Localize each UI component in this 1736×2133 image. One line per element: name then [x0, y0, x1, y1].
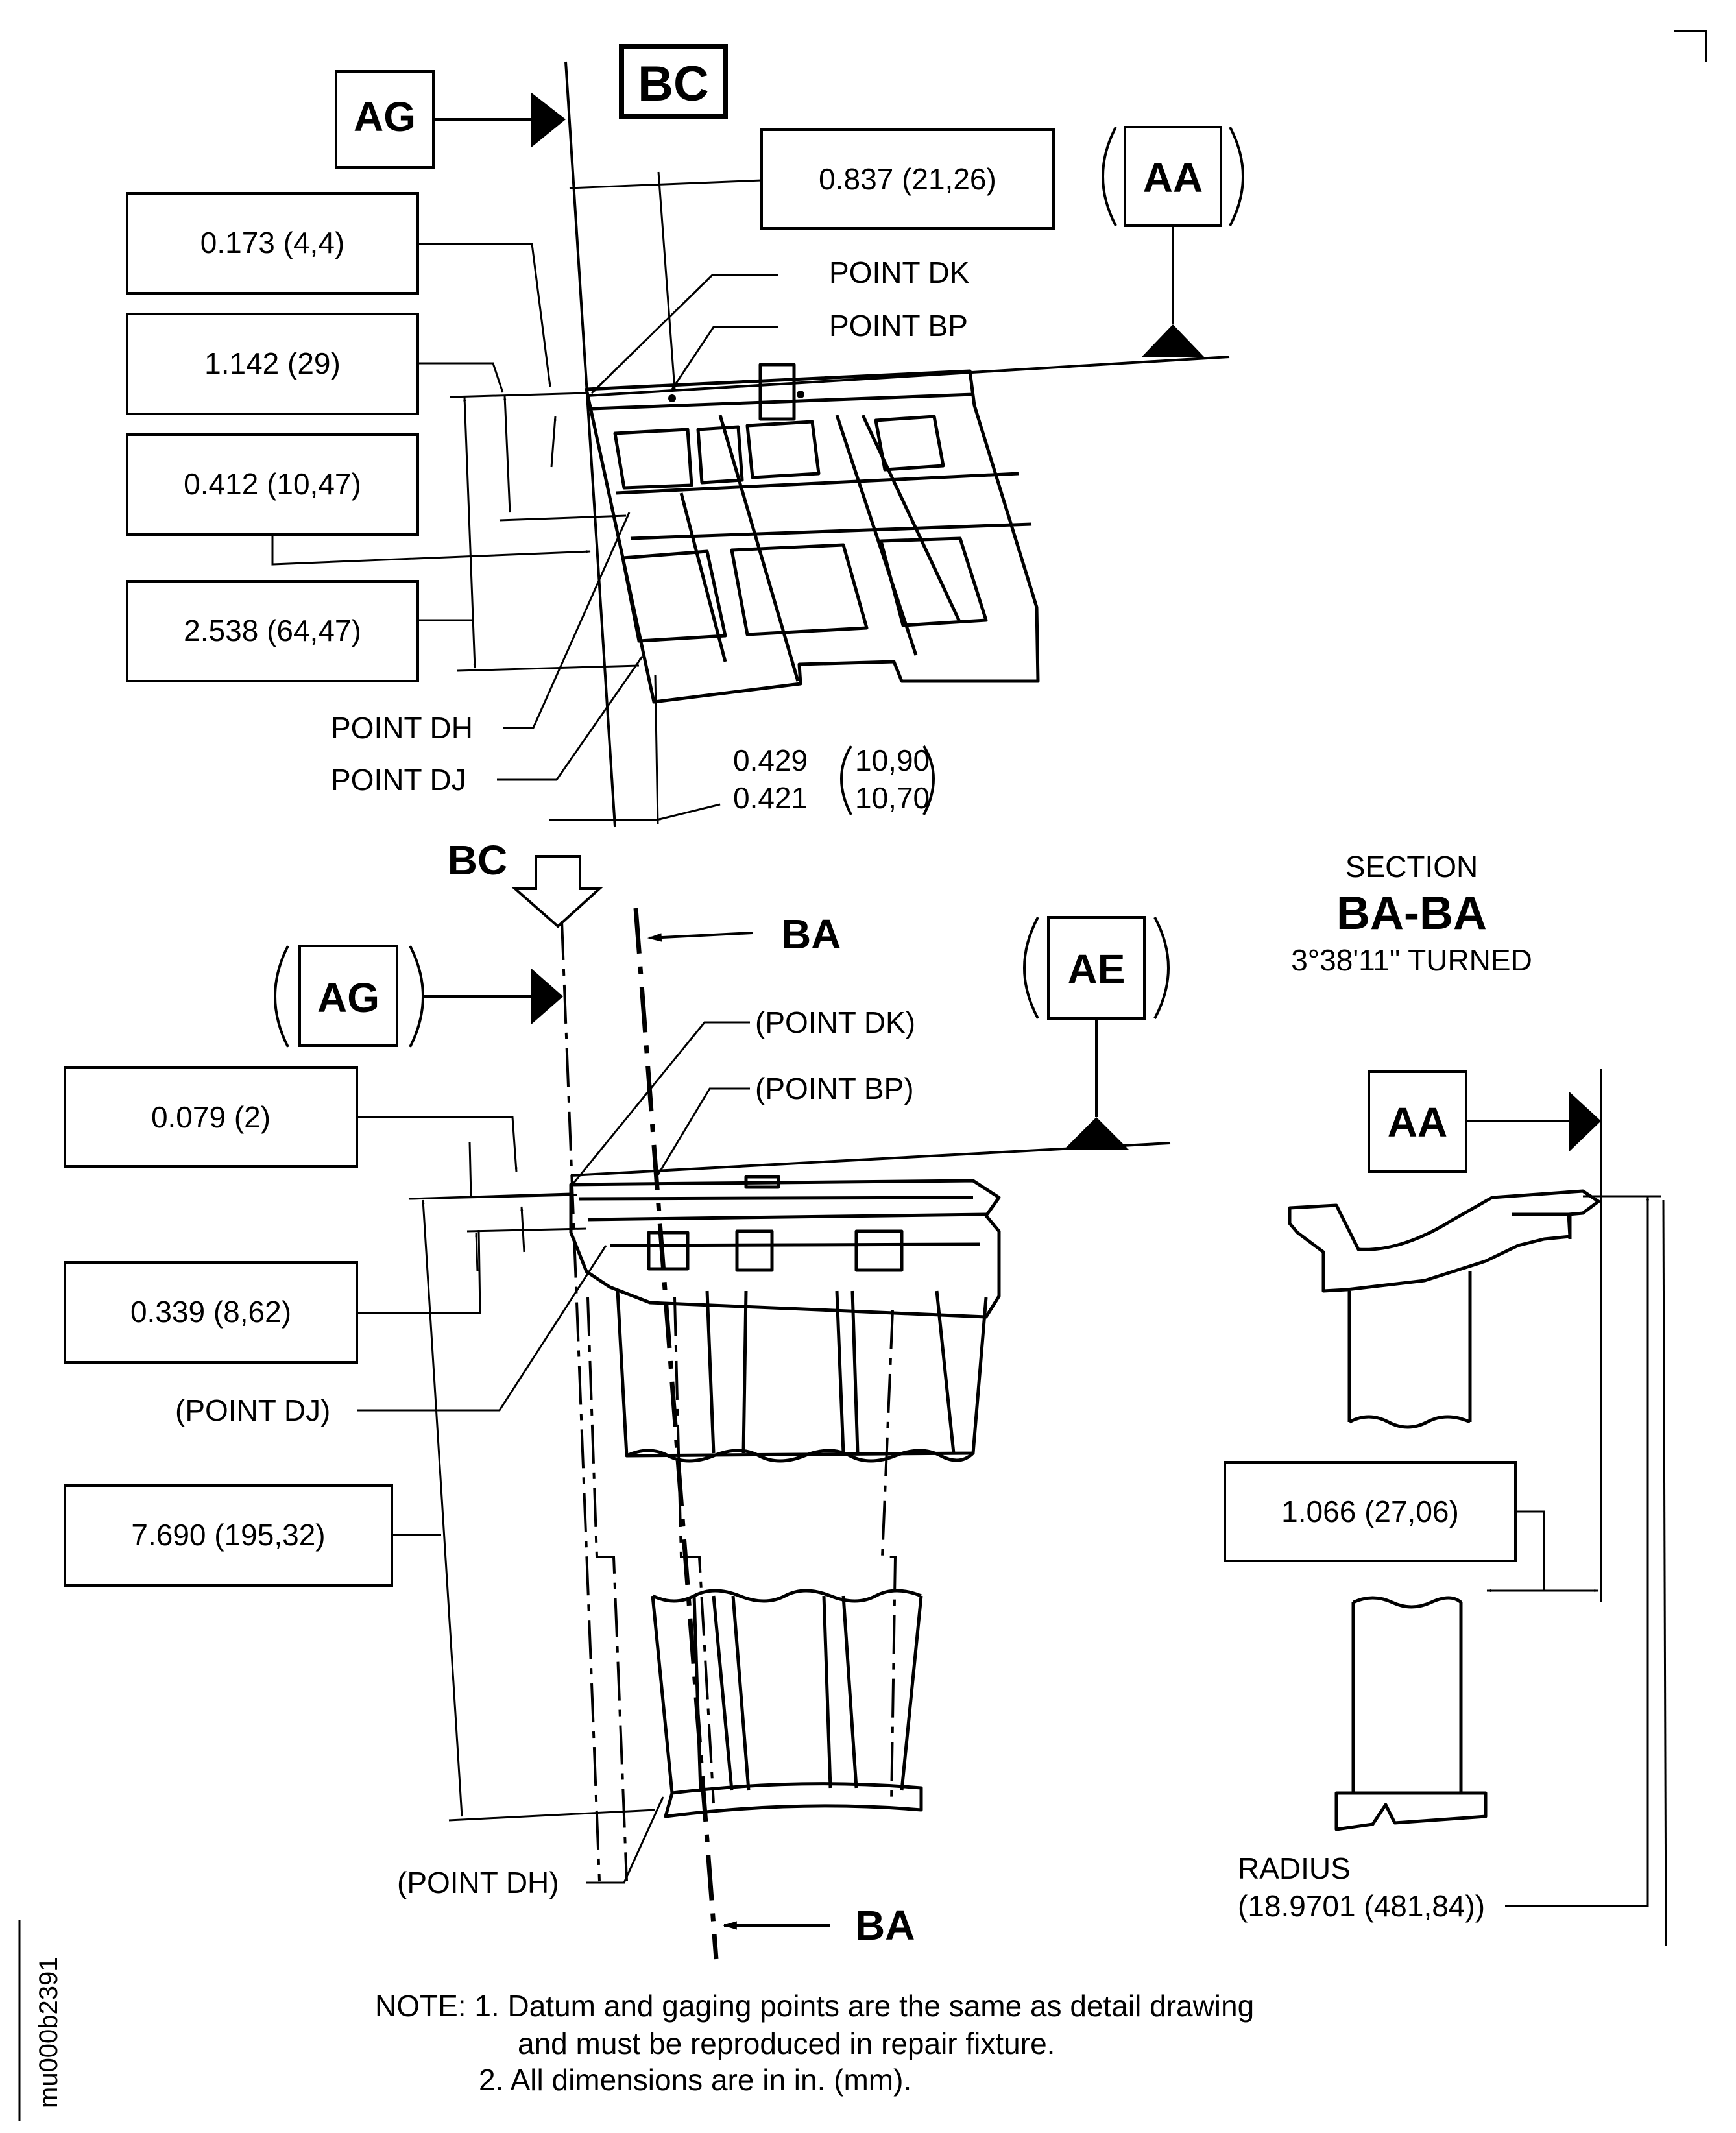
lower-part-outline	[569, 1175, 1001, 1882]
dim-0412-box	[126, 433, 419, 536]
datum-ag-box	[335, 70, 435, 169]
note-1-line-2: and must be reproduced in repair fixture…	[518, 2027, 1055, 2060]
datum-ae-triangle	[1064, 1117, 1129, 1150]
radius-value: (18.9701 (481,84))	[1238, 1889, 1485, 1923]
section-ba-ba: SECTION BA-BA 3°38'11" TURNED AA 1.066 (…	[1224, 850, 1667, 1947]
dim-0837-box	[760, 128, 1055, 230]
datum-ae-box	[1047, 916, 1146, 1020]
datum-ae-label: AE	[1068, 946, 1126, 993]
section-profile	[1288, 1189, 1600, 1831]
dim-7690-box	[64, 1484, 393, 1587]
point-dk-label: POINT DK	[829, 256, 970, 289]
lower-point-dh-label: (POINT DH)	[397, 1866, 559, 1899]
point-dh-label: POINT DH	[331, 711, 473, 745]
lower-view: BC AG AE BA BA (POINT DK) (POINT BP) (PO…	[64, 837, 1171, 1960]
point-bp-label: POINT BP	[829, 309, 968, 343]
tol-upper-in: 0.429	[733, 743, 808, 777]
dim-2538-text: 2.538 (64,47)	[184, 614, 361, 647]
datum-aa-line	[586, 356, 1230, 397]
datum-ag-line	[564, 61, 616, 828]
dim-2538-box	[126, 580, 419, 682]
datum-ag-label-lower: AG	[317, 974, 380, 1021]
point-dj-label: POINT DJ	[331, 763, 466, 797]
tol-lower-mm: 10,70	[855, 781, 930, 815]
datum-ag-triangle-lower	[531, 968, 563, 1025]
lower-point-dj-label: (POINT DJ)	[175, 1393, 330, 1427]
dim-1066-box	[1224, 1461, 1517, 1562]
section-cut-label-bottom: BA	[855, 1902, 915, 1949]
dim-0079-box	[64, 1066, 358, 1168]
dim-1142-text: 1.142 (29)	[204, 346, 341, 380]
section-datum-aa-triangle	[1569, 1091, 1601, 1152]
datum-aa-label: AA	[1143, 154, 1203, 201]
dim-0339-box	[64, 1261, 358, 1364]
section-datum-aa-label: AA	[1388, 1099, 1447, 1146]
view-arrow-label: BC	[448, 837, 507, 884]
tol-upper-mm: 10,90	[855, 743, 930, 777]
lower-point-bp-label: (POINT BP)	[755, 1072, 914, 1105]
section-turned: 3°38'11" TURNED	[1291, 943, 1532, 977]
dim-1142-box	[126, 313, 419, 415]
note-2: 2. All dimensions are in in. (mm).	[479, 2063, 911, 2097]
section-name: BA-BA	[1336, 887, 1487, 939]
datum-ag-box-lower	[298, 945, 398, 1047]
section-datum-aa-box	[1368, 1070, 1467, 1173]
datum-ag-triangle	[531, 92, 566, 148]
note-1-line-1: NOTE: 1. Datum and gaging points are the…	[375, 1989, 1254, 2023]
figure-id: mu000b2391	[34, 1957, 63, 2108]
radius-label: RADIUS	[1238, 1851, 1351, 1885]
dim-0079-text: 0.079 (2)	[151, 1100, 271, 1134]
corner-mark	[1674, 30, 1707, 62]
dim-0837-text: 0.837 (21,26)	[819, 162, 996, 196]
lower-point-dk-label: (POINT DK)	[755, 1006, 915, 1039]
tol-lower-in: 0.421	[733, 781, 808, 815]
datum-ag-label: AG	[354, 93, 416, 140]
view-bc-label: BC	[638, 56, 709, 112]
section-cut-line	[633, 908, 719, 1960]
dim-7690-text: 7.690 (195,32)	[131, 1518, 325, 1552]
dim-0412-text: 0.412 (10,47)	[184, 467, 361, 501]
section-heading: SECTION	[1345, 850, 1478, 884]
datum-aa-triangle	[1142, 324, 1204, 357]
view-bc-arrow	[511, 855, 603, 928]
notes: NOTE: 1. Datum and gaging points are the…	[375, 1989, 1254, 2097]
upper-part-outline	[585, 363, 1040, 704]
dim-1066-text: 1.066 (27,06)	[1281, 1495, 1459, 1528]
section-cut-label-top: BA	[781, 911, 841, 958]
upper-view: AG BC 0.837 (21,26) AA 0.173 (4,4) 1.142…	[126, 44, 1244, 828]
dim-0339-text: 0.339 (8,62)	[130, 1295, 291, 1329]
view-bc-box	[619, 44, 728, 119]
dim-0173-text: 0.173 (4,4)	[200, 226, 344, 259]
